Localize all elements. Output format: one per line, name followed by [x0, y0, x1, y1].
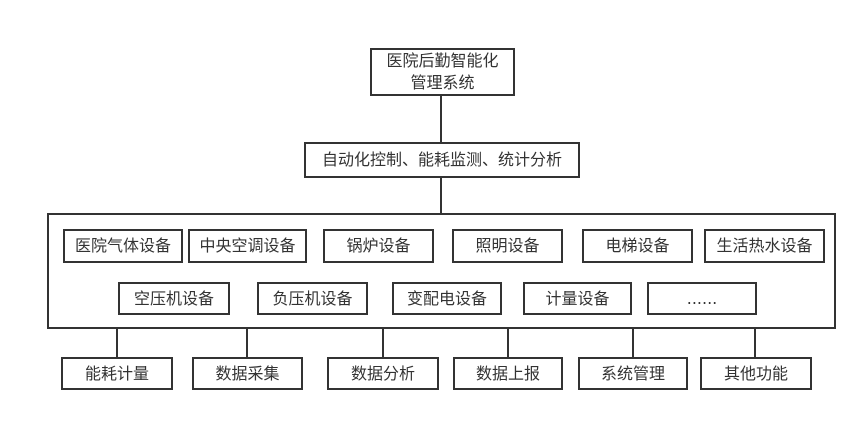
function-node-system-management: 系统管理 [578, 357, 688, 390]
connector-panel-to-function-1 [116, 329, 118, 357]
equipment-node-air-compressor: 空压机设备 [118, 282, 230, 315]
connector-level2-to-panel [440, 178, 442, 213]
connector-panel-to-function-3 [382, 329, 384, 357]
equipment-node-label: 医院气体设备 [74, 236, 171, 256]
equipment-node-metering: 计量设备 [523, 282, 632, 315]
function-node-label: 数据分析 [350, 363, 415, 383]
function-node-label: 系统管理 [600, 363, 665, 383]
equipment-node-boiler: 锅炉设备 [323, 229, 434, 263]
function-node-other-functions: 其他功能 [700, 357, 812, 390]
equipment-node-power-distribution: 变配电设备 [392, 282, 502, 315]
equipment-node-label: 电梯设备 [605, 236, 670, 256]
function-node-data-collection: 数据采集 [192, 357, 303, 390]
connector-panel-to-function-6 [754, 329, 756, 357]
equipment-node-label: 负压机设备 [272, 288, 353, 308]
equipment-node-label: 锅炉设备 [346, 236, 411, 256]
level2-node: 自动化控制、能耗监测、统计分析 [304, 142, 580, 178]
function-node-energy-metering: 能耗计量 [61, 357, 173, 390]
equipment-node-lighting: 照明设备 [452, 229, 563, 263]
equipment-node-label: 变配电设备 [406, 288, 487, 308]
equipment-node-label: 照明设备 [475, 236, 540, 256]
equipment-node-elevator: 电梯设备 [582, 229, 693, 263]
connector-panel-to-function-4 [507, 329, 509, 357]
equipment-node-label: 计量设备 [545, 288, 610, 308]
equipment-node-label: 中央空调设备 [199, 236, 296, 256]
equipment-node-label: 空压机设备 [133, 288, 214, 308]
equipment-node-central-ac: 中央空调设备 [188, 229, 307, 263]
root-node-label-line2: 管理系统 [410, 73, 475, 92]
equipment-node-vacuum-pump: 负压机设备 [257, 282, 368, 315]
connector-root-to-level2 [440, 96, 442, 142]
level2-node-label: 自动化控制、能耗监测、统计分析 [321, 150, 562, 170]
function-node-label: 其他功能 [723, 363, 788, 383]
root-node: 医院后勤智能化 管理系统 [370, 48, 515, 96]
equipment-node-ellipsis: ...... [647, 282, 757, 315]
function-node-data-reporting: 数据上报 [453, 357, 563, 390]
function-node-label: 数据上报 [475, 363, 540, 383]
root-node-label-line1: 医院后勤智能化 [386, 51, 499, 71]
equipment-node-hospital-gas: 医院气体设备 [63, 229, 183, 263]
equipment-node-hot-water: 生活热水设备 [704, 229, 825, 263]
connector-panel-to-function-5 [632, 329, 634, 357]
function-node-label: 能耗计量 [84, 363, 149, 383]
equipment-node-label: 生活热水设备 [716, 236, 813, 256]
function-node-label: 数据采集 [215, 363, 280, 383]
connector-panel-to-function-2 [246, 329, 248, 357]
function-node-data-analysis: 数据分析 [327, 357, 439, 390]
equipment-node-label: ...... [686, 288, 718, 308]
